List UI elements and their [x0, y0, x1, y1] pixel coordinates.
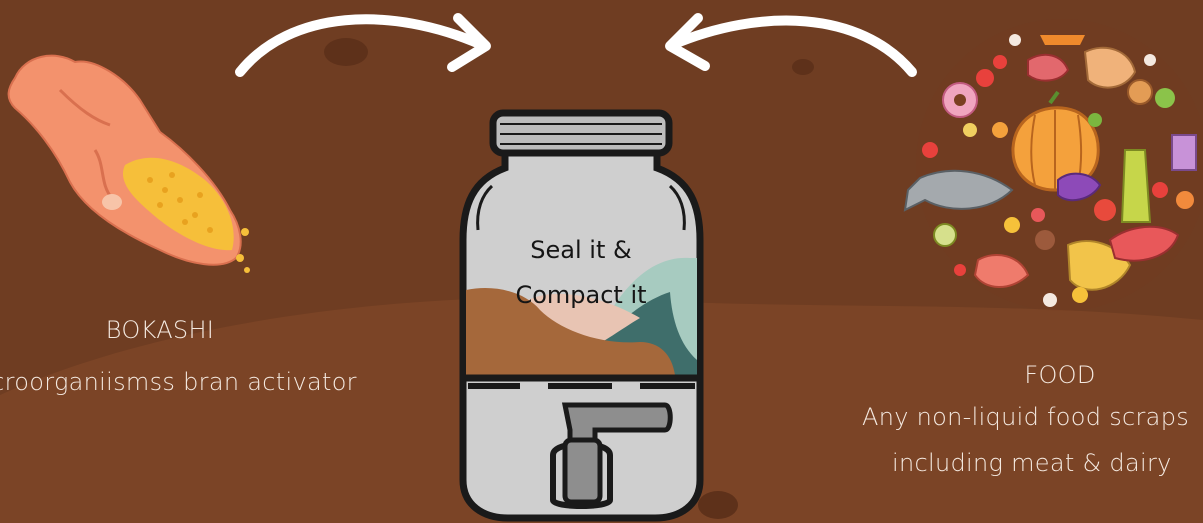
jar-illustration: [463, 113, 700, 518]
food-line2: including meat & dairy: [892, 447, 1203, 479]
ground-spot: [698, 491, 738, 519]
jar-label-line2: Compact it: [478, 277, 684, 314]
bokashi-title: BOKASHI: [40, 314, 280, 346]
ground-spot: [324, 38, 368, 66]
jar-label-line1: Seal it &: [478, 232, 684, 269]
food-line1: Any non-liquid food scraps: [862, 401, 1203, 433]
food-title: FOOD: [940, 359, 1180, 391]
ground-spot: [792, 59, 814, 75]
bokashi-subtitle: Microorganiismss bran activator: [0, 366, 380, 398]
